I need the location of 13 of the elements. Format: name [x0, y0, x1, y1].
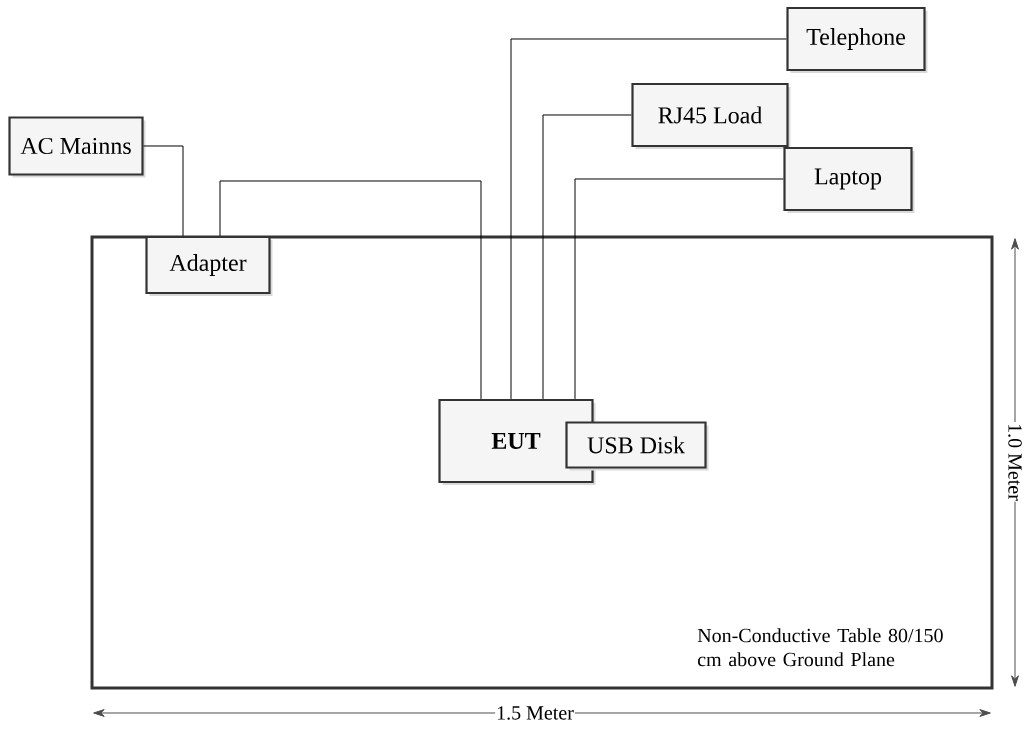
dimension-label: 1.5 Meter: [495, 705, 575, 721]
device-box: RJ45 Load: [631, 82, 791, 149]
cable-line: [219, 180, 482, 400]
dimension-label: 1.0 Meter: [1007, 422, 1023, 502]
cable-line: [510, 38, 787, 400]
cable-line: [574, 178, 784, 400]
device-box: USB Disk: [565, 421, 709, 471]
device-box: AC Mainns: [8, 116, 146, 178]
device-box: Telephone: [786, 6, 928, 73]
cable-line: [542, 114, 632, 400]
device-box: Adapter: [145, 235, 273, 296]
device-box: Laptop: [783, 146, 915, 213]
cable-line: [143, 145, 184, 237]
